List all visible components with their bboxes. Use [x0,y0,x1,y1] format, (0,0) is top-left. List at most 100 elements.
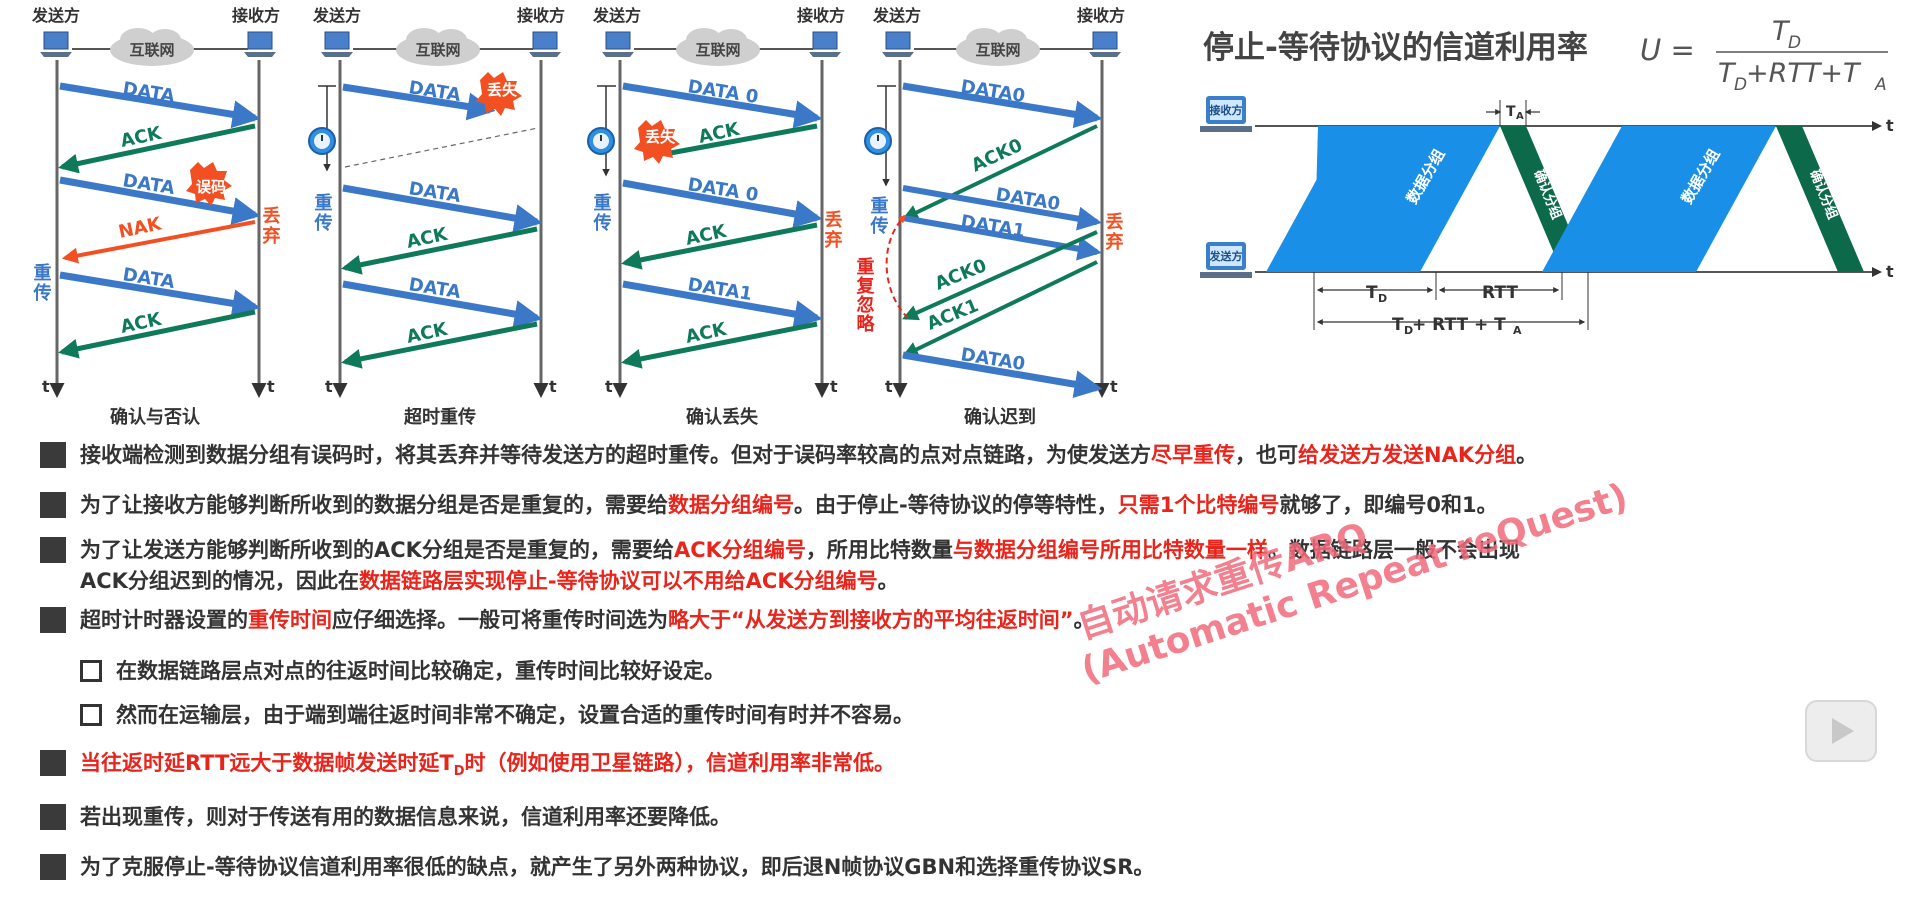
text-segment: 在数据链路层点对点的往返时间比较确定，重传时间比较好设定。 [116,659,725,683]
sender-label: 发送方 [872,6,921,25]
checkbox-item: 在数据链路层点对点的往返时间比较确定，重传时间比较好设定。 [80,656,725,687]
time-axis-label: t [1886,262,1894,281]
cloud-icon [676,28,760,66]
cloud-icon [396,28,480,66]
formula-denominator-rest: +RTT+T [1746,58,1862,89]
total-label-rest: + RTT + T [1412,315,1506,335]
text-segment: 若出现重传，则对于传送有用的数据信息来说，信道利用率还要降低。 [80,805,731,829]
play-icon[interactable] [1805,700,1877,762]
data-label: DATA [121,78,176,107]
ack-label: ACK0 [932,255,990,295]
bullet-item: 若出现重传，则对于传送有用的数据信息来说，信道利用率还要降低。 [40,802,731,833]
cloud-label: 互联网 [415,41,460,59]
diagram-ack-lost: 发送方 接收方 互联网 t t DATA 0 ACK 丢失 重传 DATA 0 … [587,6,845,428]
discard-label: 丢弃 [1103,212,1124,252]
formula-lhs: U = [1640,33,1695,67]
bullet-text: 为了让发送方能够判断所收到的ACK分组是否是重复的，需要给ACK分组编号，所用比… [80,535,1520,597]
clock-icon [308,127,336,155]
bullet-text: 接收端检测到数据分组有误码时，将其丢弃并等待发送方的超时重传。但对于误码率较高的… [80,440,1537,471]
ack-packet-shape [1776,126,1864,272]
time-axis-label: t [1110,377,1118,396]
time-axis-label: t [1886,116,1894,135]
diagram-caption: 确认丢失 [686,406,759,428]
highlight-text: ACK分组编号 [673,538,806,562]
retransmit-label: 重传 [591,192,613,233]
bullet-text: 若出现重传，则对于传送有用的数据信息来说，信道利用率还要降低。 [80,802,731,833]
error-burst-icon: 误码 [186,162,232,206]
sender-label: 发送方 [1209,249,1243,263]
receiver-label: 接收方 [1077,6,1125,25]
time-axis-label: t [549,377,557,396]
data-packet-shape [1542,126,1776,272]
laptop-icon [809,31,841,57]
square-bullet-icon [40,492,66,518]
formula-numerator-sub: D [1788,33,1801,53]
square-bullet-icon [40,804,66,830]
diagram-caption: 确认与否认 [110,406,201,428]
text-segment: 应仔细选择。一般可将重传时间选为 [332,608,668,632]
highlight-text: 重传时间 [248,608,332,632]
retransmit-label: 重传 [868,195,890,236]
bullet-item: 为了让发送方能够判断所收到的ACK分组是否是重复的，需要给ACK分组编号，所用比… [40,535,1520,597]
diagram-ack-late: 发送方 接收方 互联网 t t DATA0 ACK0 重传 DATA0 DATA… [854,6,1126,428]
text-segment: 。 [1073,608,1095,632]
total-label-sub2: A [1513,324,1522,337]
lost-label: 丢失 [487,81,518,99]
checkbox-item: 然而在运输层，由于端到端往返时间非常不确定，设置合适的重传时间有时并不容易。 [80,700,914,731]
laptop-icon [321,31,353,57]
utilization-formula: U = T D T D +RTT+T A [1640,16,1888,95]
laptop-icon [244,31,276,57]
bullet-text: 在数据链路层点对点的往返时间比较确定，重传时间比较好设定。 [116,656,725,687]
time-axis-label: t [325,377,333,396]
receiver-label: 接收方 [797,6,845,25]
data-packet-shape [1266,126,1500,272]
cloud-label: 互联网 [695,41,740,59]
text-segment: 然而在运输层，由于端到端往返时间非常不确定，设置合适的重传时间有时并不容易。 [116,703,914,727]
text-segment: ，所用比特数量 [805,538,953,562]
diagram-timeout-retransmit: 发送方 接收方 互联网 t t DATA 丢失 重传 DATA ACK DATA… [308,6,565,428]
time-axis-label: t [605,377,613,396]
square-bullet-icon [40,854,66,880]
retransmit-label: 重传 [312,192,334,233]
text-segment: ，也可 [1235,443,1298,467]
bullet-text: 超时计时器设置的重传时间应仔细选择。一般可将重传时间选为略大于“从发送方到接收方… [80,605,1095,636]
highlight-text: 数据链路层实现停止-等待协议可以不用给ACK分组编号 [358,569,878,593]
highlight-text: 略大于“从发送方到接收方的平均往返时间” [668,608,1074,632]
utilization-title: 停止-等待协议的信道利用率 [1203,30,1588,66]
cloud-icon [956,28,1040,66]
formula-denominator: T [1718,58,1737,89]
text-segment: 。 [877,569,899,593]
bullet-item: 当往返时延RTT远大于数据帧发送时延TD时（例如使用卫星链路），信道利用率非常低… [40,748,895,787]
laptop-icon [529,31,561,57]
cloud-label: 互联网 [129,41,174,59]
bullet-item: 超时计时器设置的重传时间应仔细选择。一般可将重传时间选为略大于“从发送方到接收方… [40,605,1095,636]
lost-label: 丢失 [645,128,676,146]
time-axis-label: t [830,377,838,396]
bullet-item: 接收端检测到数据分组有误码时，将其丢弃并等待发送方的超时重传。但对于误码率较高的… [40,440,1537,471]
highlight-text: 给发送方发送NAK分组 [1298,443,1517,467]
retransmit-label: 重传 [31,262,53,303]
laptop-icon [602,31,634,57]
diagram-caption: 超时重传 [404,406,476,428]
highlight-text: 只需1个比特编号 [1117,493,1280,517]
text-segment: 为了让接收方能够判断所收到的数据分组是否是重复的，需要给 [80,493,668,517]
clock-icon [864,127,892,155]
duplicate-ignore-label: 重复忽略 [854,256,876,333]
square-bullet-icon [40,537,66,563]
laptop-icon [882,31,914,57]
bullet-item: 为了克服停止-等待协议信道利用率很低的缺点，就产生了另外两种协议，即后退N帧协议… [40,852,1154,883]
rtt-label: RTT [1482,283,1518,303]
highlight-text: D [453,764,465,780]
text-segment: 超时计时器设置的 [80,608,248,632]
text-segment: ACK分组迟到的情况，因此在 [80,569,359,593]
cloud-icon [110,28,194,66]
sequence-diagrams: 发送方 接收方 互联网 t t DATA ACK DATA 误码 NAK 丢弃 … [31,6,1126,428]
square-bullet-icon [40,607,66,633]
time-axis-label: t [885,377,893,396]
laptop-icon [40,31,72,57]
error-label: 误码 [196,178,226,196]
ack-label: ACK1 [924,295,982,335]
ack-label: ACK0 [968,135,1025,177]
text-segment: 为了让发送方能够判断所收到的ACK分组是否是重复的，需要给 [80,538,674,562]
lost-burst-icon: 丢失 [634,120,680,164]
